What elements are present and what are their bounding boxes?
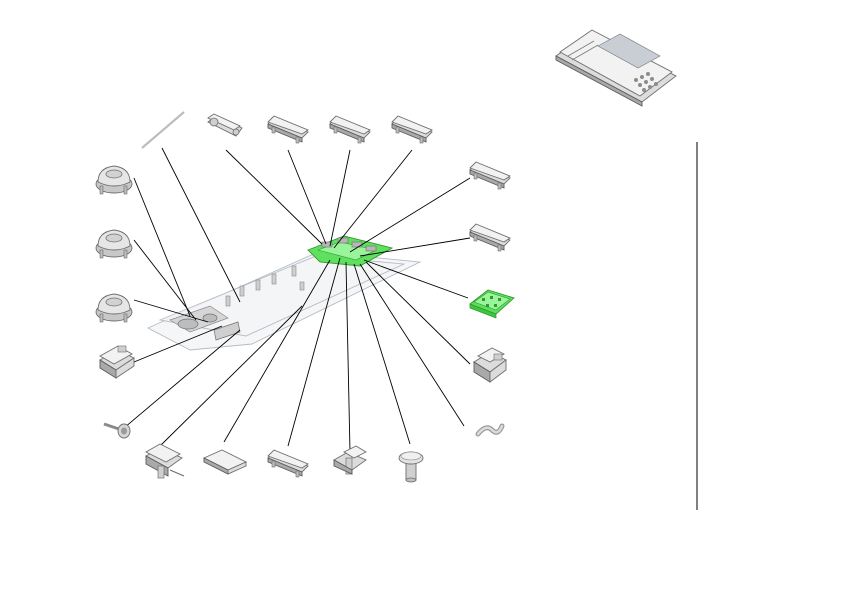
- part-thin-rod[interactable]: [141, 111, 185, 149]
- part-keycap-2[interactable]: [329, 115, 371, 144]
- part-keycap-6[interactable]: [267, 449, 309, 478]
- part-button-2[interactable]: [95, 229, 133, 259]
- part-keycap-1[interactable]: [267, 115, 309, 144]
- part-latch[interactable]: [207, 113, 243, 137]
- part-keycap-5[interactable]: [469, 223, 511, 252]
- housing-assembly[interactable]: [146, 251, 422, 351]
- part-metal-clip[interactable]: [333, 445, 367, 475]
- part-green-contact-pad[interactable]: [469, 289, 515, 319]
- part-knob[interactable]: [398, 451, 424, 483]
- part-screw[interactable]: [103, 422, 131, 439]
- part-bracket[interactable]: [145, 443, 185, 479]
- device-overview-thumbnail[interactable]: [555, 29, 677, 107]
- part-spring[interactable]: [475, 423, 505, 437]
- part-keycap-4[interactable]: [469, 161, 511, 190]
- leader-lines: [123, 147, 471, 453]
- part-keycap-3[interactable]: [391, 115, 433, 144]
- part-switch-block[interactable]: [99, 345, 135, 379]
- part-connector-block[interactable]: [473, 347, 507, 383]
- part-button-3[interactable]: [95, 293, 133, 323]
- part-flat-plate[interactable]: [202, 449, 248, 475]
- part-button-1[interactable]: [95, 165, 133, 195]
